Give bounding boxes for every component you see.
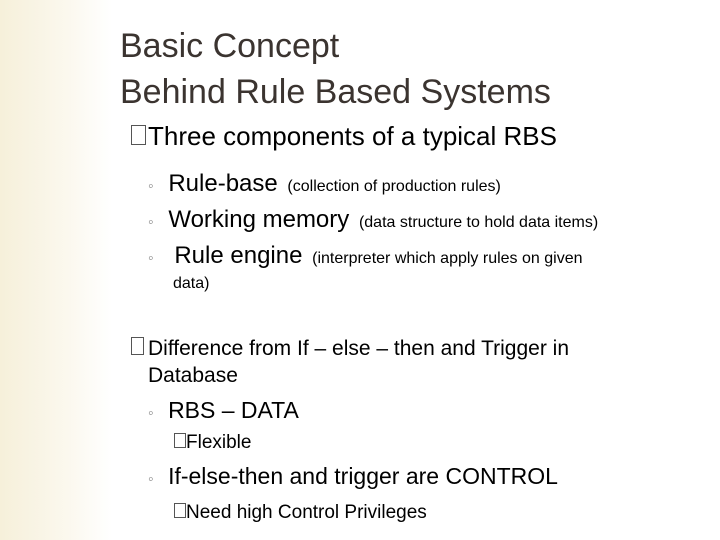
sub-sub-bullet-flexible: Flexible [174,433,251,452]
sub-bullet-1-1: ◦ Rule-base (collection of production ru… [148,172,501,196]
sub-sub-bullet-flexible-text: Flexible [186,432,252,453]
sub-bullet-icon: ◦ [148,405,154,422]
bullet-box-icon [131,337,144,355]
sub-bullet-1-3-main: Rule engine [174,242,303,269]
bullet-1: Three components of a typical RBS [131,123,557,149]
bullet-box-icon [174,503,186,518]
bullet-2-text-cont: Database [148,364,238,387]
slide-title-line-2: Behind Rule Based Systems [120,73,551,111]
sub-bullet-2-2: ◦ If-else-then and trigger are CONTROL [148,465,558,488]
sub-bullet-icon: ◦ [148,214,154,231]
sub-bullet-1-3-note: (interpreter which apply rules on given [312,250,583,267]
sub-bullet-icon: ◦ [148,250,154,267]
slide-title-line-1: Basic Concept [120,27,340,65]
bullet-box-icon [131,125,146,145]
sub-bullet-1-2-main: Working memory [168,206,350,233]
bullet-2: Difference from If – else – then and Tri… [131,337,569,359]
sub-bullet-icon: ◦ [148,471,154,488]
sub-bullet-1-2: ◦ Working memory (data structure to hold… [148,208,598,232]
sub-bullet-2-2-main: If-else-then and trigger are CONTROL [168,463,558,489]
sub-bullet-1-3-note-cont: data) [173,275,210,292]
bullet-1-text: Three components of a typical RBS [148,121,557,151]
bullet-box-icon [174,433,186,448]
sub-bullet-icon: ◦ [148,178,154,195]
sub-bullet-1-2-note: (data structure to hold data items) [358,214,599,231]
sub-sub-bullet-privileges: Need high Control Privileges [174,503,427,522]
sub-bullet-2-1-main: RBS – DATA [168,397,299,423]
sub-sub-bullet-privileges-text: Need high Control Privileges [186,502,427,523]
sub-bullet-1-1-main: Rule-base [168,170,278,197]
left-decorative-band [0,0,112,540]
sub-bullet-2-1: ◦ RBS – DATA [148,399,299,422]
sub-bullet-1-3: ◦ Rule engine (interpreter which apply r… [148,244,582,268]
sub-bullet-1-1-note: (collection of production rules) [287,178,501,195]
bullet-2-text: Difference from If – else – then and Tri… [148,337,570,360]
